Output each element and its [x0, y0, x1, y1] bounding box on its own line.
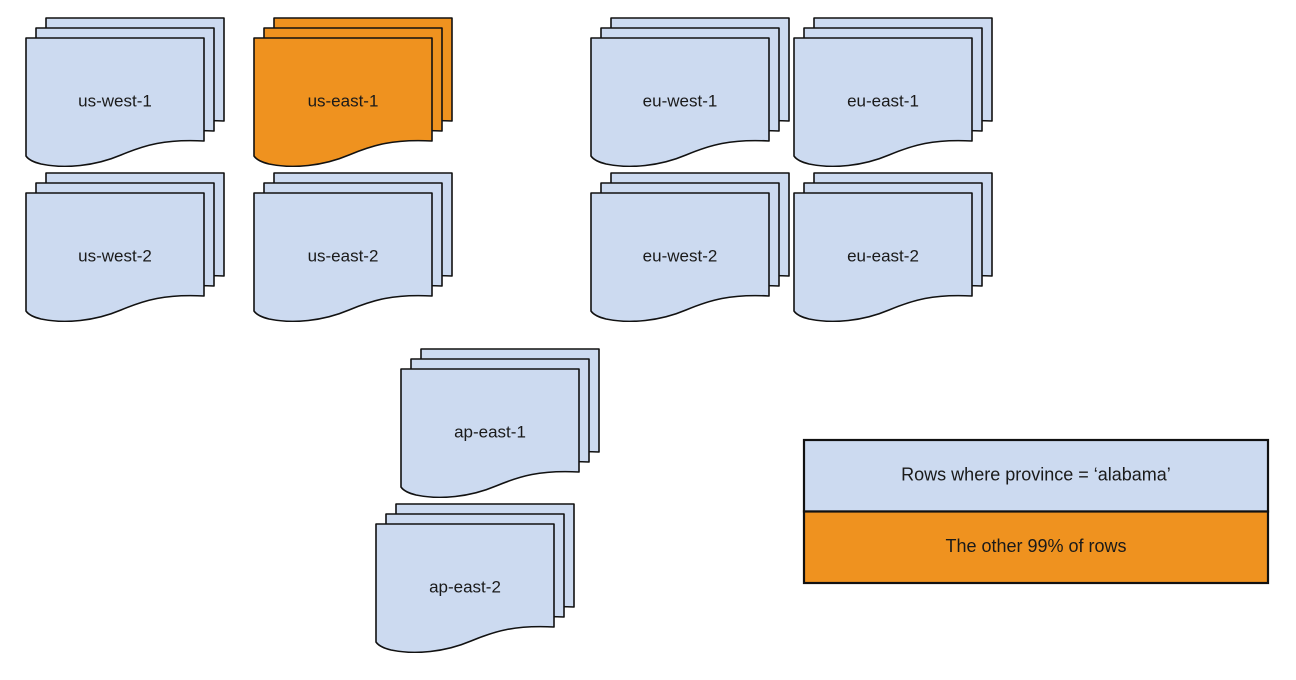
region-stack-ap-east-1[interactable]: ap-east-1: [400, 348, 600, 498]
stack-sheet-front-us-west-1: [25, 37, 205, 167]
region-stack-us-east-1[interactable]: us-east-1: [253, 17, 453, 167]
region-stack-eu-west-2[interactable]: eu-west-2: [590, 172, 790, 322]
region-stack-eu-west-1[interactable]: eu-west-1: [590, 17, 790, 167]
region-stack-us-east-2[interactable]: us-east-2: [253, 172, 453, 322]
legend-swatch-orange: [802, 510, 1270, 585]
legend: Rows where province = ‘alabama’The other…: [802, 438, 1270, 585]
region-stack-ap-east-2[interactable]: ap-east-2: [375, 503, 575, 653]
region-stack-us-west-1[interactable]: us-west-1: [25, 17, 225, 167]
stack-sheet-front-eu-east-2: [793, 192, 973, 322]
stack-sheet-front-ap-east-2: [375, 523, 555, 653]
legend-swatch-blue: [802, 438, 1270, 513]
region-stack-eu-east-2[interactable]: eu-east-2: [793, 172, 993, 322]
stack-sheet-front-us-east-1: [253, 37, 433, 167]
region-stack-us-west-2[interactable]: us-west-2: [25, 172, 225, 322]
legend-row-legend-orange: The other 99% of rows: [802, 510, 1270, 585]
region-stack-eu-east-1[interactable]: eu-east-1: [793, 17, 993, 167]
stack-sheet-front-ap-east-1: [400, 368, 580, 498]
stack-sheet-front-us-east-2: [253, 192, 433, 322]
stack-sheet-front-eu-east-1: [793, 37, 973, 167]
legend-row-legend-blue: Rows where province = ‘alabama’: [802, 438, 1270, 513]
stack-sheet-front-eu-west-1: [590, 37, 770, 167]
stack-sheet-front-us-west-2: [25, 192, 205, 322]
stack-sheet-front-eu-west-2: [590, 192, 770, 322]
